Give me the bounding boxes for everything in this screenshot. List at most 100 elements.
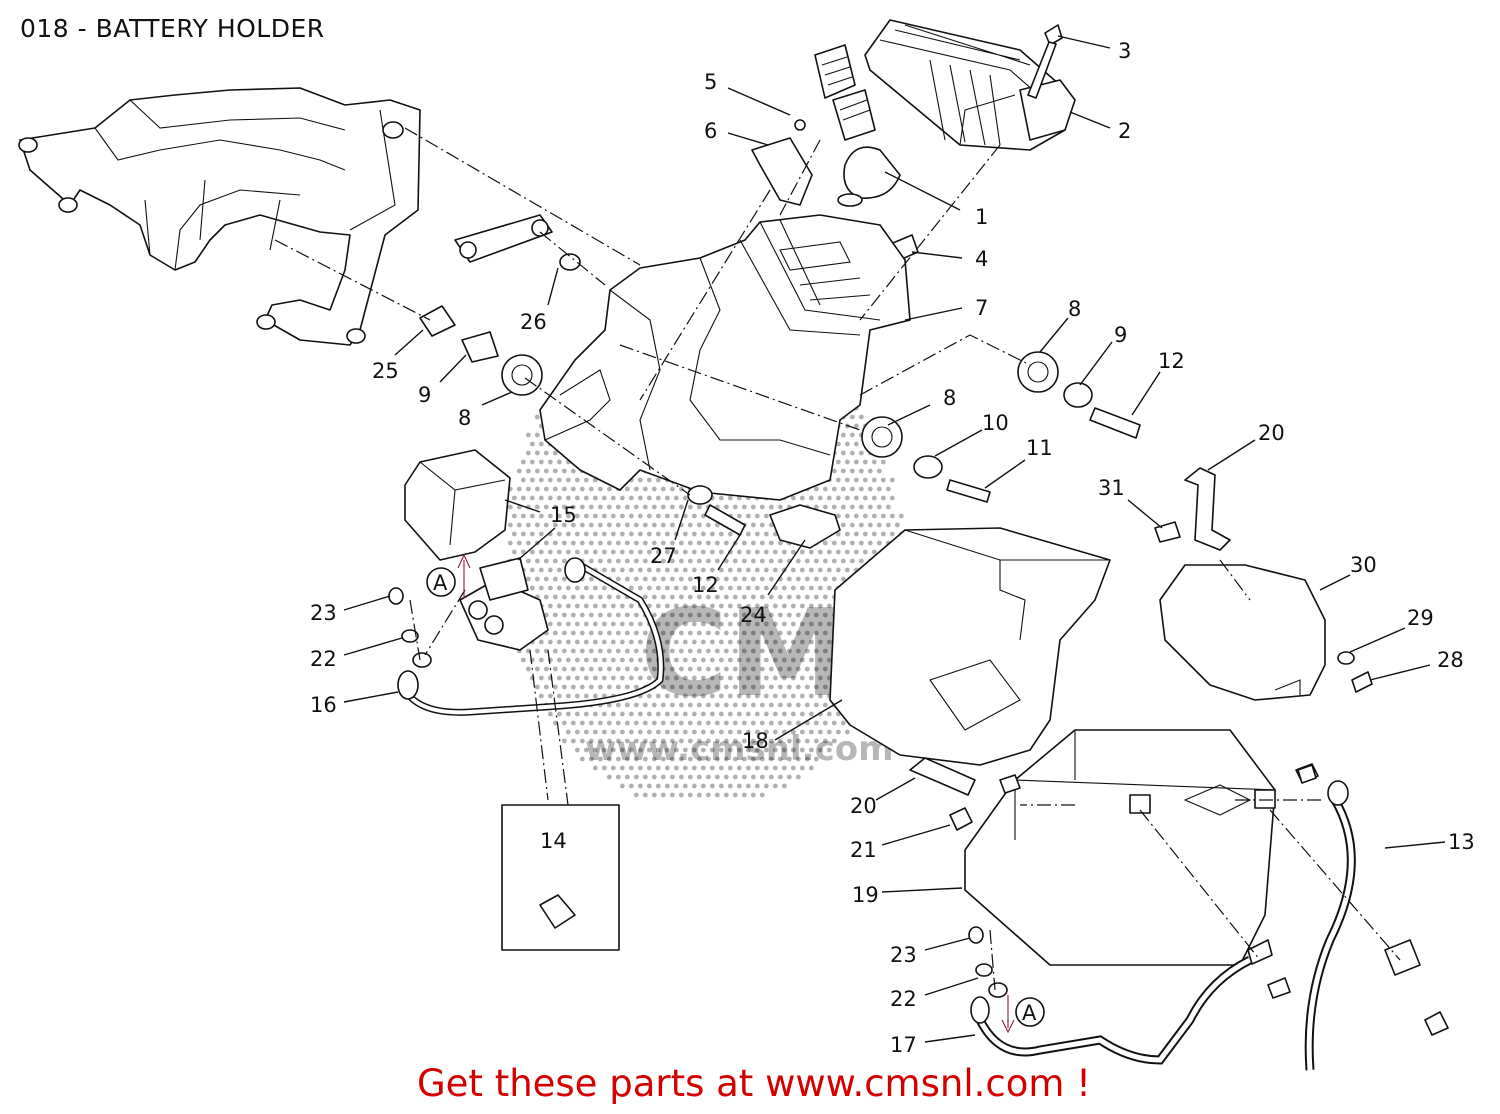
watermark-dot <box>700 549 706 555</box>
callout-labels: 3 5 2 6 1 4 26 7 8 9 12 25 9 8 8 10 11 2… <box>310 39 1475 1057</box>
watermark-dot <box>777 666 783 672</box>
watermark-dot <box>727 675 733 681</box>
watermark-dot <box>655 567 661 573</box>
watermark-dot <box>736 765 742 771</box>
watermark-dot <box>799 693 805 699</box>
watermark-dot <box>826 711 832 717</box>
bolts-part-11-12 <box>704 407 1141 536</box>
watermark-dot <box>849 468 855 474</box>
watermark-dot <box>547 513 553 519</box>
watermark-dot <box>808 729 814 735</box>
watermark-dot <box>795 774 801 780</box>
watermark-dot <box>714 648 720 654</box>
watermark-dot <box>619 783 625 789</box>
watermark-dot <box>826 585 832 591</box>
watermark-dot <box>732 738 738 744</box>
watermark-dot <box>520 459 526 465</box>
watermark-dot <box>660 576 666 582</box>
watermark-dot <box>619 657 625 663</box>
watermark-dot <box>538 441 544 447</box>
watermark-dot <box>651 558 657 564</box>
watermark-dot <box>664 495 670 501</box>
watermark-dot <box>637 711 643 717</box>
watermark-dot <box>565 585 571 591</box>
watermark-dot <box>556 513 562 519</box>
watermark-dot <box>633 702 639 708</box>
watermark-dot <box>705 648 711 654</box>
terminal-nuts <box>999 764 1317 794</box>
watermark-dot <box>844 441 850 447</box>
watermark-dot <box>615 612 621 618</box>
watermark-dot <box>673 729 679 735</box>
watermark-dot <box>696 594 702 600</box>
watermark-dot <box>597 666 603 672</box>
watermark-dot <box>660 558 666 564</box>
watermark-dot <box>673 585 679 591</box>
watermark-dot <box>615 720 621 726</box>
callout-27: 27 <box>650 544 677 568</box>
watermark-dot <box>777 738 783 744</box>
watermark-dot <box>745 693 751 699</box>
watermark-dot <box>655 495 661 501</box>
watermark-dot <box>822 630 828 636</box>
watermark-dot <box>660 612 666 618</box>
watermark-dot <box>633 504 639 510</box>
watermark-dot <box>678 738 684 744</box>
watermark-dot <box>867 522 873 528</box>
watermark-dot <box>601 567 607 573</box>
promo-text[interactable]: Get these parts at www.cmsnl.com ! <box>416 1062 1091 1105</box>
watermark-dot <box>642 630 648 636</box>
watermark-dot <box>619 765 625 771</box>
callout-21: 21 <box>850 838 877 862</box>
negative-cable-part-17 <box>970 939 1291 1065</box>
watermark-dot <box>687 756 693 762</box>
battery-part-19 <box>964 729 1276 966</box>
watermark-dot <box>790 675 796 681</box>
watermark-dot <box>687 666 693 672</box>
watermark-dot <box>795 720 801 726</box>
watermark-dot <box>624 558 630 564</box>
watermark-dot <box>669 792 675 798</box>
watermark-dot <box>709 603 715 609</box>
watermark-dot <box>763 549 769 555</box>
watermark-dot <box>808 747 814 753</box>
watermark-dot <box>745 621 751 627</box>
watermark-dot <box>786 720 792 726</box>
watermark-dot <box>691 711 697 717</box>
watermark-dot <box>534 684 540 690</box>
watermark-dot <box>624 666 630 672</box>
watermark-dot <box>750 540 756 546</box>
watermark-dot <box>646 549 652 555</box>
watermark-dot <box>795 612 801 618</box>
watermark-dot <box>538 477 544 483</box>
watermark-dot <box>840 504 846 510</box>
watermark-dot <box>759 504 765 510</box>
watermark-dot <box>754 765 760 771</box>
watermark-dot <box>763 513 769 519</box>
watermark-dot <box>804 630 810 636</box>
watermark-dot <box>768 702 774 708</box>
watermark-dot <box>628 549 634 555</box>
watermark-dot <box>601 765 607 771</box>
watermark-dot <box>570 612 576 618</box>
watermark-dot <box>759 792 765 798</box>
watermark-dot <box>615 738 621 744</box>
watermark-dot <box>813 630 819 636</box>
watermark-dot <box>849 522 855 528</box>
watermark-dot <box>723 540 729 546</box>
watermark-dot <box>556 711 562 717</box>
watermark-dot <box>520 531 526 537</box>
watermark-dot <box>718 531 724 537</box>
watermark-dot <box>813 702 819 708</box>
callout-18: 18 <box>742 729 769 753</box>
watermark-dot <box>862 549 868 555</box>
watermark-dot <box>543 648 549 654</box>
watermark-dot <box>687 630 693 636</box>
promo-banner[interactable]: Get these parts at www.cmsnl.com ! <box>0 1062 1500 1105</box>
watermark-dot <box>849 504 855 510</box>
assembly-centerlines <box>274 127 1401 991</box>
watermark-dot <box>705 702 711 708</box>
watermark-dot <box>570 738 576 744</box>
watermark-dot <box>691 531 697 537</box>
watermark-dot <box>714 684 720 690</box>
